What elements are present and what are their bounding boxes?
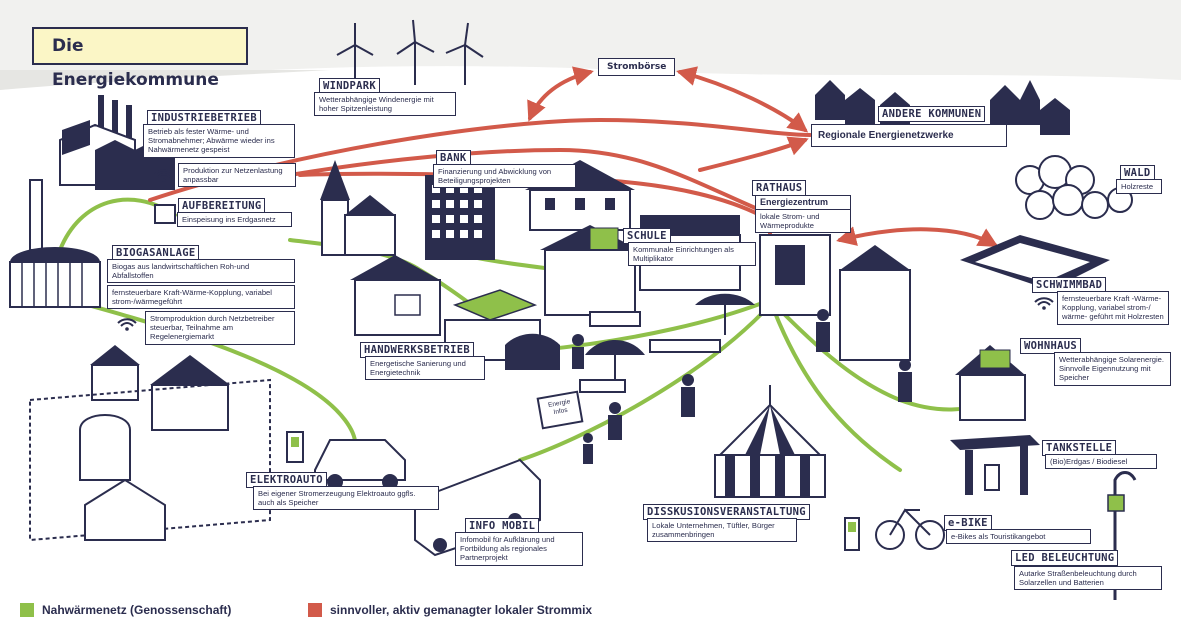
diskussion-label: DISSKUSIONSVERANSTALTUNG [643,504,810,520]
industrie-desc2: Produktion zur Netzenlastung anpassbar [178,163,296,188]
biogas-desc3: Stromproduktion durch Netzbetreiber steu… [145,311,295,345]
forest [1015,155,1133,220]
legend-text-power: sinnvoller, aktiv gemanagter lokaler Str… [330,603,593,617]
gas-station [950,435,1040,495]
legend-swatch-heat [20,603,34,617]
bank-desc: Finanzierung und Abwicklung von Beteilig… [433,164,576,189]
infomobil-label: INFO MOBIL [465,518,540,534]
diskussion-desc: Lokale Unternehmen, Tüftler, Bürger zusa… [647,518,797,543]
schwimmbad-label: SCHWIMMBAD [1032,277,1107,293]
e-bike [844,508,945,551]
ebike-label: e-BIKE [944,515,992,531]
church [320,160,396,256]
schwimmbad-desc: fernsteuerbare Kraft -Wärme-Kopplung, va… [1057,291,1169,325]
bank-building [425,175,495,260]
rathaus-heading: Energiezentrum [755,195,851,211]
led-label: LED BELEUCHTUNG [1011,550,1119,566]
wifi-icon [117,318,137,331]
biogas-plant [9,179,176,308]
windpark-label: WINDPARK [319,78,380,94]
street-lamp [1107,471,1137,600]
industrie-desc: Betrieb als fester Wärme- und Stromabneh… [143,124,295,158]
schule-desc: Kommunale Einrichtungen als Multiplikato… [628,242,756,267]
wifi-icon [1034,297,1054,310]
aufbereitung-desc: Einspeisung ins Erdgasnetz [177,212,292,228]
wohnhaus-label: WOHNHAUS [1020,338,1081,354]
town-hall [759,234,911,361]
circus-tent [714,385,826,498]
biogas-desc2: fernsteuerbare Kraft-Wärme-Kopplung, var… [107,285,295,310]
people [572,309,912,464]
page-title: Die Energiekommune [32,27,248,90]
market-stands [536,293,755,430]
elektroauto-desc: Bei eigener Stromerzeugung Elektroauto g… [253,486,439,511]
tankstelle-label: TANKSTELLE [1042,440,1117,456]
swimming-pool [960,235,1110,290]
electric-car [286,431,406,490]
handwerk-desc: Energetische Sanierung und Energietechni… [365,356,485,381]
biogas-label: BIOGASANLAGE [112,245,200,261]
legend-swatch-power [308,603,322,617]
rathaus-desc: lokale Strom- und Wärmeprodukte [755,209,851,234]
biogas-desc: Biogas aus landwirtschaftlichen Roh-und … [107,259,295,284]
wifi-icon [154,169,174,182]
wohnhaus-desc: Wetterabhängige Solarenergie. Sinnvolle … [1054,352,1171,386]
wald-label: WALD [1120,165,1155,181]
stromboerse-node: Strombörse [598,58,676,76]
legend-text-heat: Nahwärmenetz (Genossenschaft) [42,603,232,617]
workshop [350,255,560,370]
aufbereitung-label: AUFBEREITUNG [178,198,266,214]
ebike-desc: e-Bikes als Touristikangebot [946,529,1091,545]
wald-desc: Holzreste [1116,179,1162,195]
wind-turbines [336,19,484,85]
residential-house [955,345,1026,421]
farm [29,345,271,542]
andere-desc: Regionale Energienetzwerke [811,124,1007,147]
other-villages [815,80,1070,135]
infomobil-desc: Infomobil für Aufklärung und Fortbildung… [455,532,583,566]
andere-label: ANDERE KOMMUNEN [878,106,986,122]
windpark-desc: Wetterabhängige Windenergie mit hoher Sp… [314,92,456,117]
rathaus-label: RATHAUS [752,180,807,196]
tankstelle-desc: (Bio)Erdgas / Biodiesel [1045,454,1157,470]
led-desc: Autarke Straßenbeleuchtung durch Solarze… [1014,566,1162,591]
info-bus [414,458,541,557]
